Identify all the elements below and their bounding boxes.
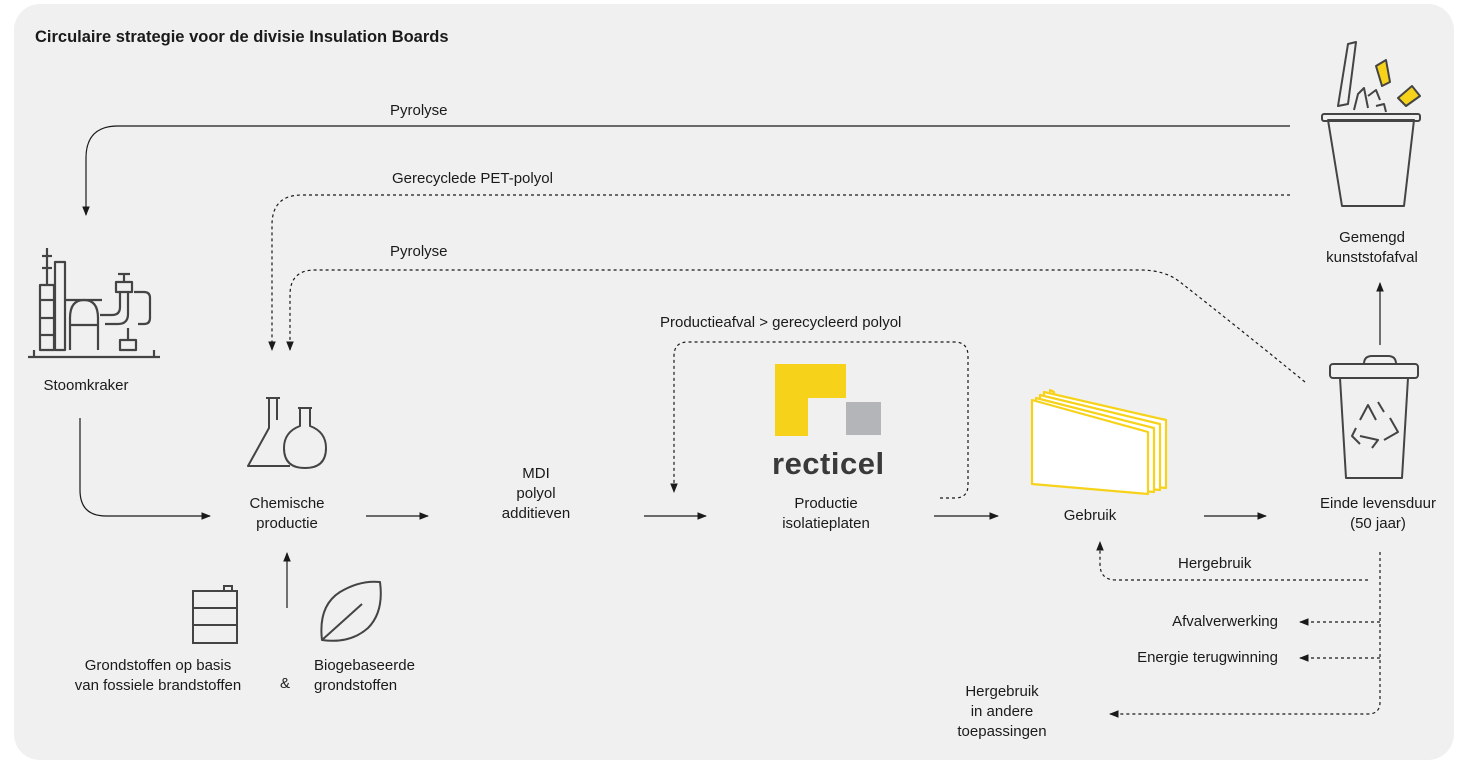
node-biobased-line1: Biogebaseerde [314, 657, 415, 674]
node-end-of-life: Einde levensduur (50 jaar) [1320, 494, 1436, 534]
flow-label-other-use-line1: Hergebruik [965, 683, 1039, 700]
node-inputs-line3: additieven [501, 505, 571, 522]
flow-label-pyrolysis-top: Pyrolyse [390, 102, 448, 119]
node-fossil-line1: Grondstoffen op basis [84, 657, 232, 674]
steam-cracker-icon [28, 248, 160, 359]
recticel-logo-mark [775, 364, 881, 436]
leaf-icon [320, 580, 382, 642]
flow-label-production-waste: Productieafval > gerecycleerd polyol [660, 314, 902, 331]
node-inputs-line1: MDI [522, 465, 550, 482]
node-fossil-raw-materials: Grondstoffen op basis van fossiele brand… [75, 656, 242, 696]
pyrolysis-top-arrow [82, 125, 1290, 216]
reuse-loop-arrow [1096, 541, 1368, 581]
production-waste-loop-arrow [670, 341, 969, 499]
node-inputs: MDI polyol additieven [502, 464, 570, 524]
node-production-line1: Productie [794, 495, 858, 512]
node-fossil-line2: van fossiele brandstoffen [74, 677, 242, 694]
node-chemical-line2: productie [256, 515, 318, 532]
diagram-panel [14, 4, 1454, 760]
end-of-life-outflow-line [1109, 552, 1381, 718]
node-production-line2: isolatieplaten [782, 515, 870, 532]
recycle-bin-icon [1329, 355, 1419, 479]
insulation-boards-icon [1030, 388, 1168, 496]
node-inputs-line2: polyol [516, 485, 556, 502]
flow-label-waste-processing: Afvalverwerking [1172, 613, 1278, 630]
steam-cracker-to-chemical-arrow [79, 418, 211, 520]
flow-label-reuse: Hergebruik [1178, 555, 1252, 572]
node-chemical-production: Chemische productie [249, 494, 324, 534]
flow-label-pyrolysis-mid: Pyrolyse [390, 243, 448, 260]
diagram-title: Circulaire strategie voor de divisie Ins… [35, 28, 449, 46]
flow-label-energy-recovery: Energie terugwinning [1137, 649, 1278, 666]
chemistry-flasks-icon [247, 397, 327, 469]
node-use: Gebruik [1063, 507, 1117, 524]
flow-label-other-use-line2: in andere [970, 703, 1034, 720]
node-production: Productie isolatieplaten [782, 494, 870, 534]
node-steam-cracker: Stoomkraker [43, 377, 129, 394]
node-biobased-line2: grondstoffen [314, 677, 398, 694]
ampersand-label: & [280, 675, 291, 692]
node-biobased-raw-materials: Biogebaseerde grondstoffen [314, 656, 415, 696]
flow-label-other-use: Hergebruik in andere toepassingen [957, 682, 1046, 742]
node-end-of-life-line2: (50 jaar) [1350, 515, 1406, 532]
node-end-of-life-line1: Einde levensduur [1320, 495, 1436, 512]
flow-label-other-use-line3: toepassingen [957, 723, 1047, 740]
node-mixed-waste-line2: kunststofafval [1326, 249, 1418, 266]
node-chemical-line1: Chemische [249, 495, 325, 512]
oil-barrel-icon [192, 585, 238, 644]
node-mixed-waste-line1: Gemengd [1339, 229, 1405, 246]
flow-label-recycled-pet: Gerecyclede PET-polyol [392, 170, 553, 187]
pyrolysis-mid-arrow [286, 269, 1306, 383]
node-mixed-waste: Gemengd kunststofafval [1326, 228, 1418, 268]
mixed-waste-bin-icon [1321, 41, 1421, 207]
recticel-logo-wordmark: recticel [772, 446, 885, 481]
